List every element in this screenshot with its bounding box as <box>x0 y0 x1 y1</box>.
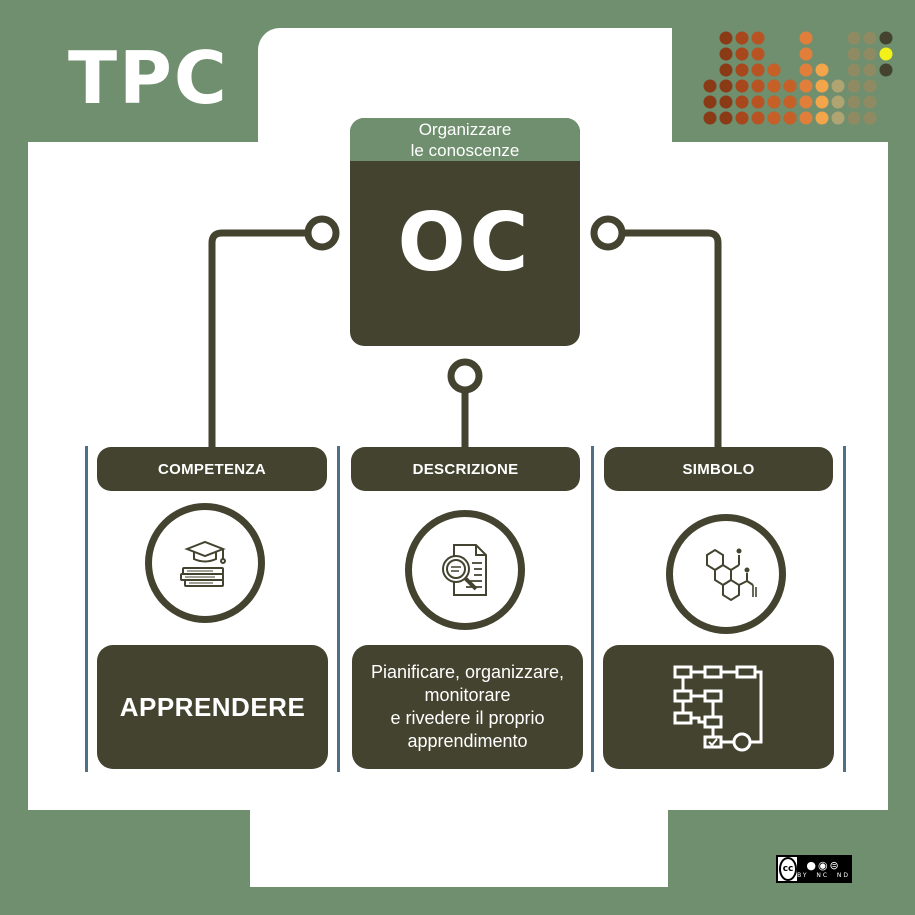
header-competenza: COMPETENZA <box>97 447 327 491</box>
matrix-dot <box>847 79 861 93</box>
matrix-dot <box>751 63 765 77</box>
matrix-dot <box>719 95 733 109</box>
frame-corner-bottom-left <box>28 810 250 887</box>
divider-left-outer <box>85 446 88 772</box>
matrix-dot <box>863 63 877 77</box>
matrix-dot <box>799 95 813 109</box>
matrix-dot <box>783 95 797 109</box>
matrix-dot <box>815 79 829 93</box>
card-apprendere: APPRENDERE <box>97 645 328 769</box>
dot-matrix-logo <box>703 31 893 125</box>
matrix-dot <box>719 63 733 77</box>
flowchart-icon <box>673 665 762 752</box>
molecule-structure-icon <box>706 548 757 602</box>
matrix-dot <box>783 79 797 93</box>
divider-right-outer <box>843 446 846 772</box>
matrix-dot <box>863 31 877 45</box>
matrix-dot <box>879 63 893 77</box>
matrix-dot <box>767 63 781 77</box>
matrix-dot <box>767 79 781 93</box>
matrix-dot <box>719 79 733 93</box>
matrix-dot <box>863 111 877 125</box>
matrix-dot <box>831 79 845 93</box>
matrix-dot <box>831 111 845 125</box>
matrix-dot <box>831 95 845 109</box>
matrix-dot <box>815 63 829 77</box>
circle-descrizione <box>405 510 525 630</box>
matrix-dot <box>799 63 813 77</box>
matrix-dot <box>847 95 861 109</box>
matrix-dot <box>863 79 877 93</box>
matrix-dot <box>751 79 765 93</box>
matrix-dot <box>735 79 749 93</box>
frame-corner-top-left <box>28 28 288 142</box>
matrix-dot <box>751 31 765 45</box>
matrix-dot <box>847 111 861 125</box>
header-simbolo: SIMBOLO <box>604 447 833 491</box>
matrix-dot <box>879 47 893 61</box>
card-descrizione: Pianificare, organizzare, monitorare e r… <box>352 645 583 769</box>
graduation-cap-books-icon <box>180 540 226 587</box>
cc-icon: cc <box>779 857 798 881</box>
circle-competenza <box>145 503 265 623</box>
matrix-dot <box>703 79 717 93</box>
central-node-label: Organizzare le conoscenze <box>350 118 580 161</box>
matrix-dot <box>735 31 749 45</box>
circle-simbolo <box>666 514 786 634</box>
license-glyphs-icon: ●◉⊜ <box>806 858 841 872</box>
matrix-dot <box>735 95 749 109</box>
header-descrizione: DESCRIZIONE <box>351 447 580 491</box>
page-title: TPC <box>68 36 229 120</box>
matrix-dot <box>799 31 813 45</box>
license-conditions: ●◉⊜ BY NC ND <box>797 857 850 881</box>
matrix-dot <box>815 111 829 125</box>
matrix-dot <box>751 111 765 125</box>
matrix-dot <box>863 47 877 61</box>
matrix-dot <box>863 95 877 109</box>
license-badge: cc ●◉⊜ BY NC ND <box>776 855 852 883</box>
matrix-dot <box>767 95 781 109</box>
matrix-dot <box>879 31 893 45</box>
matrix-dot <box>735 63 749 77</box>
matrix-dot <box>767 111 781 125</box>
document-magnifier-icon <box>442 544 487 596</box>
central-node: Organizzare le conoscenze OC <box>350 118 580 346</box>
divider-right-inner <box>591 446 594 772</box>
matrix-dot <box>735 111 749 125</box>
matrix-dot <box>751 95 765 109</box>
central-node-abbreviation: OC <box>397 196 533 289</box>
matrix-dot <box>847 47 861 61</box>
matrix-dot <box>735 47 749 61</box>
matrix-dot <box>703 111 717 125</box>
matrix-dot <box>815 95 829 109</box>
matrix-dot <box>799 79 813 93</box>
matrix-dot <box>847 31 861 45</box>
matrix-dot <box>783 111 797 125</box>
white-panel-bottom-join <box>250 790 668 887</box>
license-codes: BY NC ND <box>797 871 850 879</box>
card-simbolo <box>603 645 834 769</box>
divider-left-inner <box>337 446 340 772</box>
matrix-dot <box>799 111 813 125</box>
matrix-dot <box>703 95 717 109</box>
matrix-dot <box>719 111 733 125</box>
matrix-dot <box>751 47 765 61</box>
matrix-dot <box>719 47 733 61</box>
matrix-dot <box>719 31 733 45</box>
matrix-dot <box>847 63 861 77</box>
matrix-dot <box>799 47 813 61</box>
